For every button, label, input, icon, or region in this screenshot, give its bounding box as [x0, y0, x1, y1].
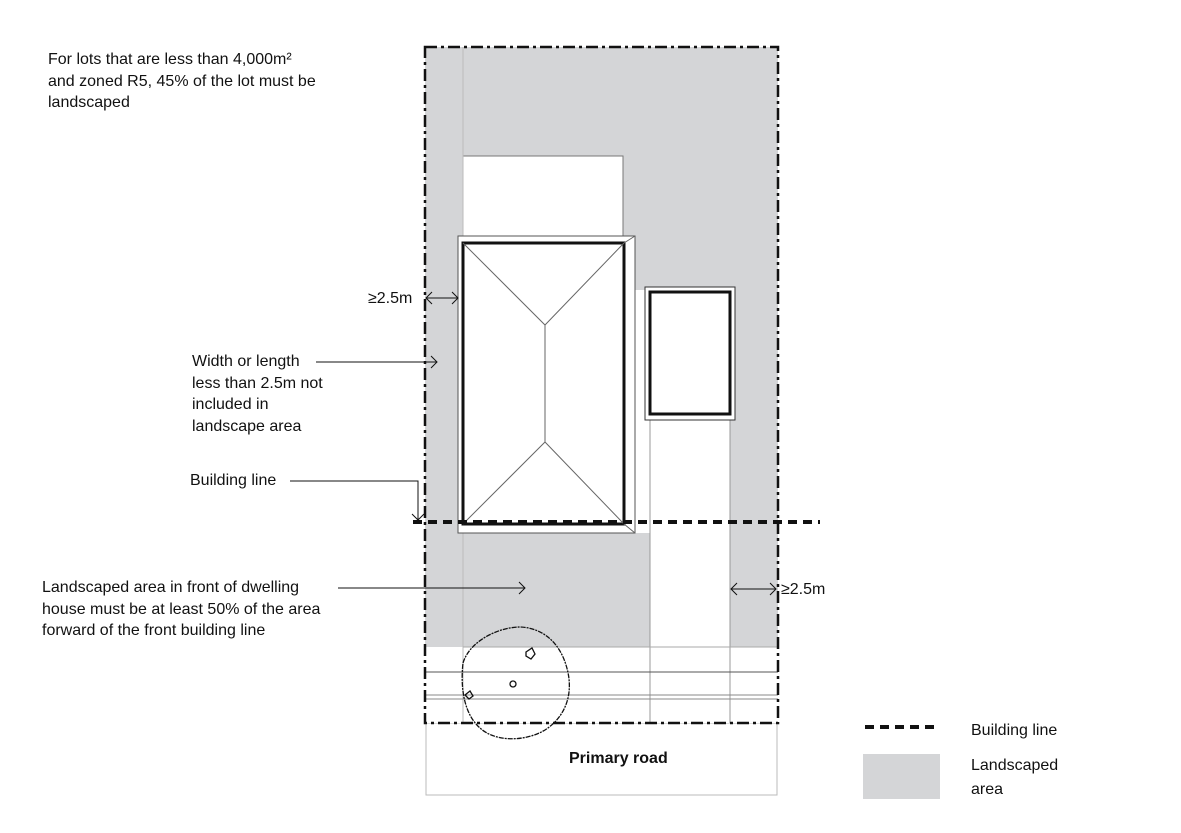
building-line-label: Building line	[190, 472, 277, 489]
narrow-strip-arrow	[316, 355, 438, 369]
left-setback-arrow	[425, 291, 459, 305]
right-setback-arrow	[730, 582, 777, 596]
legend-landscaped-label: Landscaped area	[971, 757, 1059, 798]
primary-road-label: Primary road	[569, 750, 668, 767]
legend-building-line-label: Building line	[971, 722, 1058, 739]
lot-boundary	[423, 45, 780, 725]
garage	[644, 286, 736, 421]
dwelling-house	[457, 235, 636, 534]
unlandscaped-rear-area	[462, 155, 624, 238]
legend-landscaped-swatch	[863, 754, 940, 799]
building-line-arrow	[290, 480, 425, 521]
tree-icon	[461, 626, 570, 740]
narrow-strip-label: Width or length less than 2.5m not inclu…	[192, 353, 323, 435]
primary-road	[425, 722, 778, 796]
right-setback-label: ≥2.5m	[781, 581, 826, 598]
front-landscaped-label: Landscaped area in front of dwelling hou…	[42, 579, 321, 639]
front-strip	[425, 647, 778, 723]
front-landscaped-arrow	[338, 581, 526, 595]
left-setback-label: ≥2.5m	[368, 290, 413, 307]
intro-note: For lots that are less than 4,000m² and …	[48, 51, 316, 111]
